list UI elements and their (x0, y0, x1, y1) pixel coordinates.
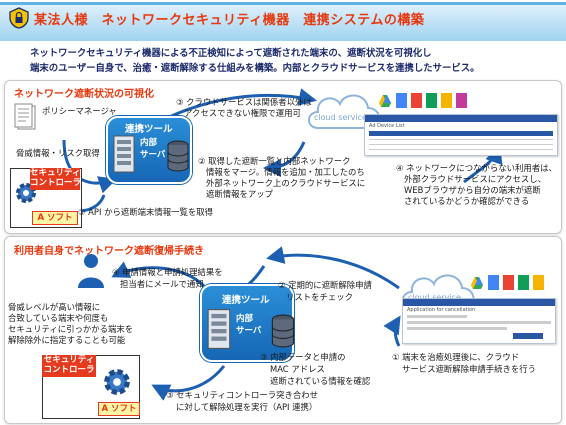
exclude-line-1: 脅威レベルが高い情報に (8, 302, 101, 312)
exclude-line-2: 合致している端末や何度も (8, 313, 109, 323)
cloud-service-label: cloud service (314, 113, 367, 122)
step3b-line-1: ③ 内部データと申請の (260, 352, 346, 362)
pdf-icon (503, 275, 514, 290)
step1b-line-1: ① 端末を治癒処理後に、クラウド (392, 352, 520, 362)
document-icon (14, 103, 36, 130)
exclude-line-3: セキュリティに引っかかる端末を (8, 324, 134, 334)
threat-info-label: 脅威情報・リスク取得 (16, 148, 100, 158)
step3c-line-1: ③ セキュリティコントローラ突き合わせ (166, 390, 319, 400)
database-icon (167, 140, 189, 172)
server-rack-icon (113, 135, 135, 173)
step2-line-4: 遮断情報をアップ (206, 189, 273, 199)
step3c-line-2: に対して解除処理を実行（API 連携） (176, 402, 318, 412)
internal-label: 内部 (140, 138, 158, 148)
policy-manager-label: ポリシーマネージャ (42, 106, 117, 116)
cloud-app-icons-2 (470, 274, 560, 292)
a-soft-label-2: A ソフト (98, 402, 140, 416)
step2b-line-1: ② 定期的に遮断解除申請 (278, 280, 372, 290)
device-list-window: Ad Device List (364, 114, 558, 156)
device-list-title: Ad Device List (369, 123, 405, 129)
step4b-line-1: ④ 申請情報と申請処理結果を (112, 267, 223, 277)
exclude-line-4: 解除除外に指定することも可能 (8, 335, 126, 345)
cloud-app-icons (378, 92, 488, 110)
security-controller-label: セキュリティ コントローラ (30, 168, 82, 190)
section-recovery-title: 利用者自身でネットワーク遮断復帰手続き (14, 246, 204, 257)
gear-icon (104, 369, 130, 395)
user-icon (78, 254, 104, 288)
step4-line-4: されているかどうか確認ができる (404, 196, 530, 206)
page-title: 某法人様 ネットワークセキュリティ機器 連携システムの構築 (34, 13, 425, 28)
step4-line-1: ④ ネットワークにつながらない利用者は、 (396, 163, 557, 173)
step3b-line-3: 遮断されている情報を確認 (270, 376, 371, 386)
security-controller-label-2: セキュリティ コントローラ (42, 355, 96, 377)
step3b-line-2: MAC アドレス (270, 364, 325, 374)
step4-line-3: WEBブラウザから自分の端末が遮断 (404, 185, 541, 195)
sheets-icon (426, 93, 437, 108)
step1b-line-2: サービス遮断解除申請手続きを行う (402, 364, 536, 374)
cloud-service-label-2: cloud service (408, 293, 461, 302)
sheets-icon (518, 275, 529, 290)
step2-line-2: 情報をマージ。情報を追加・加工したのち (206, 167, 365, 177)
step2-line-3: 外部ネットワーク上のクラウドサービスに (206, 178, 366, 188)
docs-icon (396, 93, 407, 108)
server-rack-icon (207, 309, 231, 349)
step3-line-2: アクセスできない権限で運用可 (184, 108, 301, 118)
step2b-line-2: リストをチェック (286, 292, 353, 302)
internal-label-2: 内部 (236, 314, 254, 324)
database-icon (271, 314, 295, 348)
integration-tool-title-2: 連携ツール (222, 295, 270, 306)
server-label: サーバ (140, 150, 166, 160)
lock-icon (9, 7, 29, 29)
section-visualization-panel (4, 80, 562, 234)
cancellation-title: Application for cancellation (407, 307, 476, 313)
step4b-line-2: 担当者にメールで通知 (120, 279, 204, 289)
server-label-2: サーバ (236, 326, 262, 336)
drive-icon (471, 277, 483, 289)
drive-icon (379, 95, 391, 107)
cancellation-window: Application for cancellation (402, 298, 556, 344)
description-line-2: 端末のユーザー自身で、治癒・遮断解除する仕組みを構築。内部とクラウドサービスを連… (30, 63, 480, 74)
step4-line-2: 外部クラウドサービスにアクセスし、 (404, 174, 546, 184)
pdf-icon (411, 93, 422, 108)
docs-icon (488, 275, 499, 290)
submit-button[interactable] (513, 333, 543, 339)
a-soft-label: A ソフト (32, 211, 78, 225)
integration-tool-title: 連携ツール (125, 124, 173, 135)
step3-line-1: ③ クラウドサービスは関係者以外は (176, 97, 312, 107)
description-line-1: ネットワークセキュリティ機器による不正検知によって遮断された端末の、遮断状況を可… (30, 48, 432, 59)
slides-icon (441, 93, 452, 108)
forms-icon (456, 93, 467, 108)
step1-label: ① API から遮断端末情報一覧を取得 (78, 207, 213, 217)
header-band (0, 2, 566, 41)
step2-line-1: ② 取得した遮断一覧と内部ネットワーク (198, 156, 351, 166)
slides-icon (533, 275, 544, 290)
section-visualization-title: ネットワーク遮断状況の可視化 (14, 89, 154, 100)
